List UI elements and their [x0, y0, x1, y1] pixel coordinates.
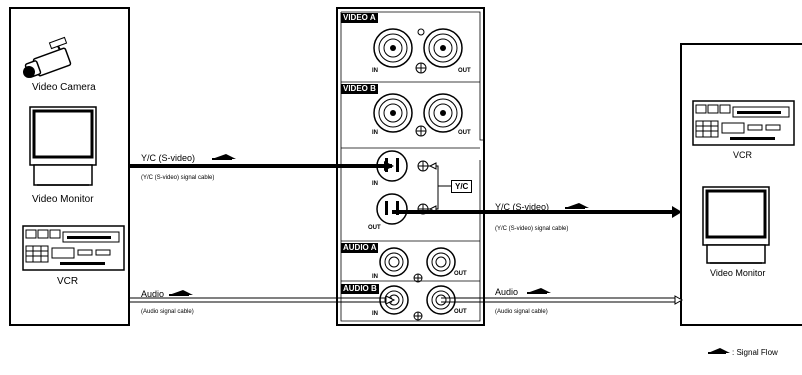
yc-tag: Y/C	[451, 180, 473, 193]
yc-in-ground-icon	[417, 160, 429, 172]
video-monitor-left-label: Video Monitor	[32, 194, 94, 205]
yc-out-signal-label: Y/C (S-video)	[495, 202, 550, 212]
audio-a-in-label: IN	[372, 274, 378, 280]
yc-in-signal-label: Y/C (S-video)	[141, 153, 196, 163]
legend-signal-flow-label: : Signal Flow	[732, 348, 778, 357]
video-a-ground-icon	[415, 62, 427, 74]
audio-a-out-label: OUT	[454, 271, 467, 277]
yc-out-label: OUT	[368, 225, 381, 231]
yc-out-connector	[376, 193, 408, 225]
audio-a-out-connector	[426, 247, 456, 277]
video-a-tag: VIDEO A	[341, 13, 378, 23]
video-camera-label: Video Camera	[32, 82, 96, 93]
audio-out-signal-label: Audio	[495, 287, 519, 297]
audio-b-in-label: IN	[372, 311, 378, 317]
video-a-indicator	[417, 28, 425, 36]
audio-a-in-connector	[379, 247, 409, 277]
video-b-ground-icon	[415, 125, 427, 137]
vcr-left-label: VCR	[57, 276, 79, 287]
audio-b-out-label: OUT	[454, 309, 467, 315]
left-device-frame	[9, 7, 130, 326]
video-b-out-connector	[423, 93, 463, 133]
audio-b-ground-icon	[413, 311, 423, 321]
video-b-in-label: IN	[372, 130, 378, 136]
video-monitor-right-label: Video Monitor	[710, 268, 766, 278]
audio-out-cable-label: (Audio signal cable)	[495, 309, 548, 315]
yc-in-label: IN	[372, 181, 378, 187]
audio-b-out-connector	[426, 285, 456, 315]
video-a-in-connector	[373, 28, 413, 68]
video-b-out-label: OUT	[458, 130, 471, 136]
video-monitor-left-icon	[29, 106, 97, 186]
vcr-right-label: VCR	[733, 150, 753, 160]
audio-in-cable-label: (Audio signal cable)	[141, 309, 194, 315]
audio-b-tag: AUDIO B	[341, 284, 379, 294]
vcr-left-icon	[22, 225, 125, 271]
signal-arrow-yc-in-icon	[212, 154, 236, 160]
video-a-out-connector	[423, 28, 463, 68]
video-b-tag: VIDEO B	[341, 84, 378, 94]
video-a-out-label: OUT	[458, 68, 471, 74]
audio-a-tag: AUDIO A	[341, 243, 379, 253]
video-b-in-connector	[373, 93, 413, 133]
audio-in-signal-label: Audio	[141, 289, 165, 299]
video-camera-icon	[23, 36, 72, 78]
signal-arrow-audio-out-icon	[527, 288, 551, 294]
right-device-frame	[680, 43, 802, 326]
signal-arrow-audio-in-icon	[169, 290, 193, 296]
signal-arrow-yc-out-icon	[565, 203, 589, 209]
legend-signal-flow-icon	[708, 348, 730, 354]
vcr-right-icon	[692, 100, 795, 146]
video-monitor-right-icon	[702, 186, 770, 264]
yc-in-cable-label: (Y/C (S-video) signal cable)	[141, 175, 215, 181]
audio-a-ground-icon	[413, 273, 423, 283]
yc-out-cable-label: (Y/C (S-video) signal cable)	[495, 226, 569, 232]
video-a-in-label: IN	[372, 68, 378, 74]
